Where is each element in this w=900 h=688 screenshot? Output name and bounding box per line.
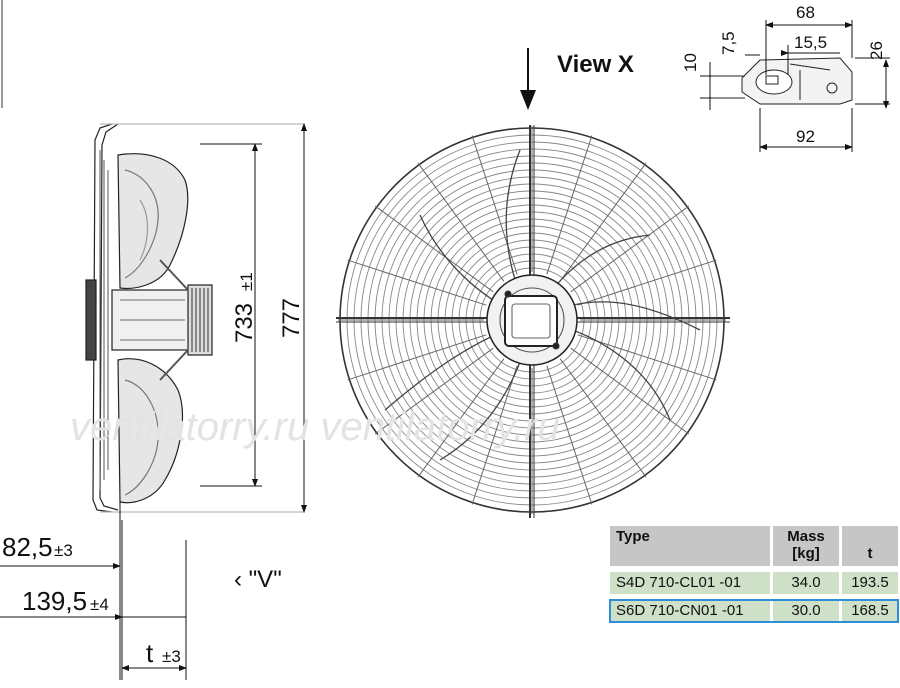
- header-mass-unit: [kg]: [792, 545, 820, 562]
- dim-15-5: 15,5: [794, 33, 827, 52]
- dim-139-5-tol: ±4: [90, 595, 109, 614]
- row-mass: 30.0: [770, 600, 841, 622]
- front-view: [336, 125, 730, 518]
- grille-spoke: [546, 365, 593, 505]
- grille-spoke: [347, 334, 487, 381]
- table-row-highlighted: S6D 710-CN01 -01 30.0 168.5: [609, 599, 899, 623]
- grille-spoke: [417, 162, 505, 282]
- grille-spoke: [347, 259, 487, 306]
- row-t: 193.5: [839, 572, 898, 594]
- table-header: Type Mass [kg] t: [610, 526, 898, 566]
- dim-92: 92: [796, 127, 815, 146]
- watermark: ventilatorry.ru ventilatorry.ru: [70, 405, 560, 449]
- row-type: S4D 710-CL01 -01: [610, 572, 772, 594]
- view-x-arrow: [520, 48, 536, 110]
- row-t: 168.5: [839, 600, 898, 622]
- dim-82-5-tol: ±3: [54, 541, 73, 560]
- side-dimensions: [0, 123, 307, 680]
- grille-spoke: [570, 347, 690, 435]
- detail-view: [705, 57, 853, 105]
- header-t-label: t: [867, 545, 873, 562]
- dim-t-tol: ±3: [162, 647, 181, 666]
- dim-777: 777: [278, 298, 305, 338]
- dim-t: t: [146, 638, 154, 668]
- view-v-label: ‹ "V": [234, 566, 282, 593]
- detail-dimensions: [700, 20, 890, 152]
- grille-spoke: [471, 365, 518, 505]
- grille-spoke: [471, 135, 518, 275]
- view-x-label: View X: [557, 51, 634, 78]
- header-mass-label: Mass: [787, 528, 825, 545]
- dim-7-5: 7,5: [719, 31, 738, 55]
- grille-spoke: [417, 358, 505, 478]
- table-row: S4D 710-CL01 -01 34.0 193.5: [610, 572, 898, 594]
- dim-68: 68: [796, 3, 815, 22]
- side-view: [85, 123, 305, 513]
- spec-table: Type Mass [kg] t S4D 710-CL01 -01 34.0 1…: [609, 526, 899, 623]
- grille-spoke: [559, 358, 647, 478]
- grille-spoke: [374, 205, 494, 293]
- grille-spoke: [570, 205, 690, 293]
- header-t: t: [839, 526, 898, 566]
- dim-733: 733: [231, 303, 258, 343]
- header-mass: Mass [kg]: [770, 526, 841, 566]
- grille-spoke: [577, 259, 717, 306]
- header-type: Type: [610, 526, 772, 566]
- dim-10: 10: [681, 53, 700, 72]
- dim-733-tol: ±1: [237, 272, 256, 291]
- grille-spoke: [374, 347, 494, 435]
- dim-82-5: 82,5: [2, 532, 53, 562]
- grille-spoke: [546, 135, 593, 275]
- row-type: S6D 710-CN01 -01: [610, 600, 772, 622]
- dim-26: 26: [867, 41, 886, 60]
- grille-spoke: [559, 162, 647, 282]
- dim-139-5: 139,5: [22, 586, 87, 616]
- row-mass: 34.0: [770, 572, 841, 594]
